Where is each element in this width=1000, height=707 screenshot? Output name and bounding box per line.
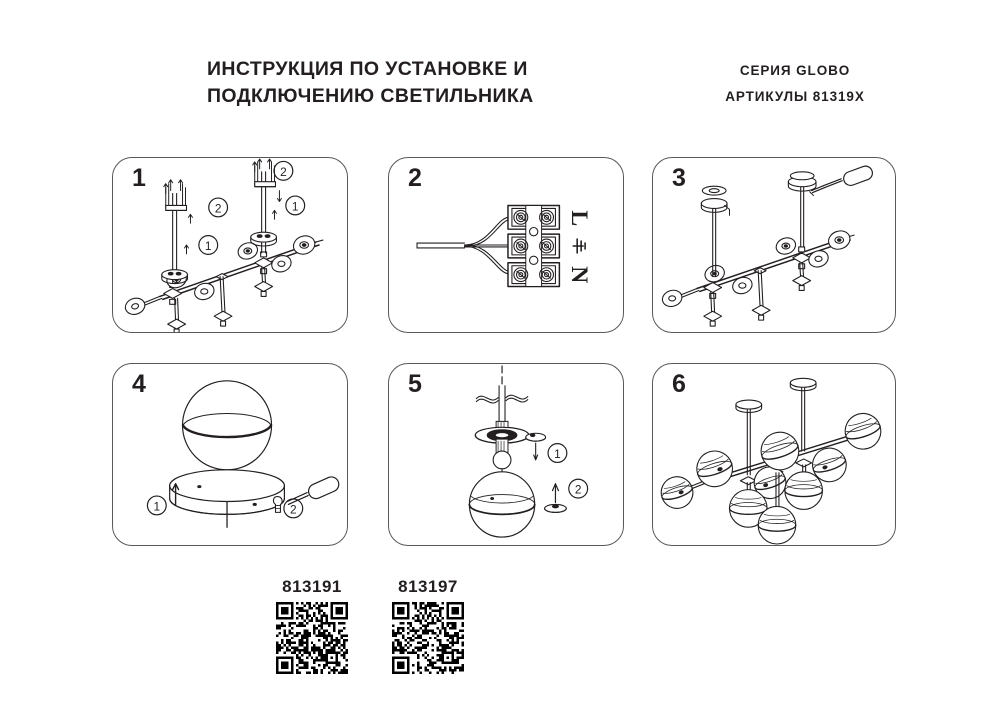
step-panel-2: 2 [388,157,624,333]
terminal-label-live: L [566,210,592,226]
step-3-illustration [653,158,895,332]
terminal-label-neutral: N [566,266,592,283]
step-6-illustration [653,364,895,545]
svg-text:1: 1 [205,239,212,253]
step-panel-5: 5 [388,363,624,546]
product-code-813191: 813191 [262,578,362,674]
svg-text:2: 2 [575,483,582,497]
product-code-label: 813191 [282,577,342,596]
step-panel-1: 1 [112,157,348,333]
svg-text:2: 2 [280,165,287,179]
qr-code-813191 [276,602,348,674]
article-label: АРТИКУЛЫ 81319X [725,89,865,104]
step-1-illustration: 1 2 1 2 [113,158,347,332]
svg-text:1: 1 [154,499,161,513]
step-number-2: 2 [408,164,422,192]
step-2-illustration: L N [389,158,623,332]
step-number-3: 3 [672,164,686,192]
svg-text:2: 2 [215,201,222,215]
qr-code-813197 [392,602,464,674]
page-title-line-1: ИНСТРУКЦИЯ ПО УСТАНОВКЕ И [207,58,528,80]
step-panel-3: 3 [652,157,896,333]
step-number-1: 1 [132,164,146,192]
series-label: СЕРИЯ GLOBO [739,63,851,78]
step-number-5: 5 [408,370,422,398]
page-title-line-2: ПОДКЛЮЧЕНИЮ СВЕТИЛЬНИКА [207,85,534,107]
svg-text:1: 1 [554,447,561,461]
step-panel-4: 4 [112,363,348,546]
product-code-813197: 813197 [378,578,478,674]
step-5-illustration: 1 2 [389,364,623,545]
step-panel-6: 6 [652,363,896,546]
svg-text:2: 2 [290,502,297,516]
step-number-6: 6 [672,370,686,398]
page-title: ИНСТРУКЦИЯ ПО УСТАНОВКЕ И ПОДКЛЮЧЕНИЮ СВ… [207,56,587,110]
step-number-4: 4 [132,370,146,398]
svg-text:1: 1 [292,199,299,213]
step-4-illustration: 1 2 [113,364,347,545]
product-identification: СЕРИЯ GLOBO АРТИКУЛЫ 81319X [660,58,930,110]
product-code-label: 813197 [398,577,458,596]
